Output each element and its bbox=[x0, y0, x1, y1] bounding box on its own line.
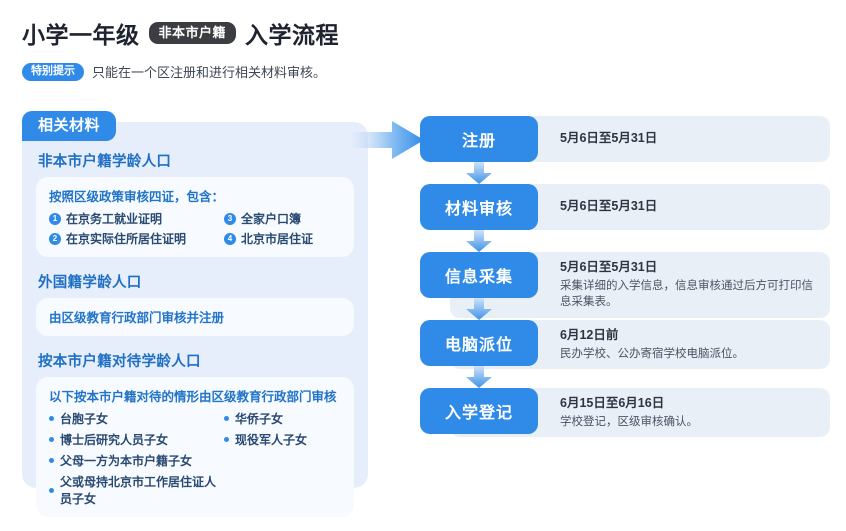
list-item: 台胞子女 bbox=[49, 410, 224, 427]
step-label[interactable]: 电脑派位 bbox=[420, 320, 538, 366]
section-card: 由区级教育行政部门审核并注册 bbox=[36, 298, 354, 336]
list-item: 华侨子女 bbox=[224, 410, 341, 427]
card-lead: 按照区级政策审核四证，包含： bbox=[49, 190, 225, 204]
materials-panel: 相关材料 非本市户籍学龄人口 按照区级政策审核四证，包含： 1 在京务工就业证明… bbox=[22, 111, 368, 517]
step-date: 5月6日至5月31日 bbox=[560, 199, 658, 214]
step-date: 5月6日至5月31日 bbox=[560, 260, 658, 274]
list-item: 父母一方为本市户籍子女 bbox=[49, 452, 224, 469]
list-item-label: 父或母持北京市工作居住证人员子女 bbox=[60, 475, 217, 506]
page-title-main: 小学一年级 bbox=[22, 22, 140, 48]
list-item-label: 现役军人子女 bbox=[235, 433, 308, 447]
step-date: 5月6日至5月31日 bbox=[560, 131, 658, 146]
section-title: 按本市户籍对待学龄人口 bbox=[38, 354, 201, 370]
down-arrow-icon bbox=[466, 366, 492, 388]
list-item: 4 北京市居住证 bbox=[224, 230, 341, 247]
list-item-label: 北京市居住证 bbox=[241, 232, 314, 246]
spacer bbox=[224, 452, 341, 469]
page-header: 小学一年级 非本市户籍 入学流程 特别提示 只能在一个区注册和进行相关材料审核。 bbox=[22, 16, 522, 81]
bullet-dot-icon bbox=[49, 437, 54, 442]
flow-step-enrollment-registration: 6月15日至6月16日 学校登记，区级审核确认。 入学登记 bbox=[420, 388, 830, 438]
step-label[interactable]: 入学登记 bbox=[420, 388, 538, 434]
section-title: 非本市户籍学龄人口 bbox=[38, 154, 172, 170]
number-badge-icon: 2 bbox=[49, 232, 61, 245]
bullet-list: 台胞子女 华侨子女 博士后研究人员子女 现役军人子女 bbox=[49, 410, 341, 507]
list-item: 博士后研究人员子女 bbox=[49, 431, 224, 448]
list-item: 1 在京务工就业证明 bbox=[49, 210, 224, 227]
page-title: 小学一年级 非本市户籍 入学流程 bbox=[22, 16, 522, 50]
down-arrow-icon bbox=[466, 298, 492, 320]
list-item-label: 博士后研究人员子女 bbox=[60, 433, 169, 447]
number-badge-icon: 4 bbox=[224, 232, 236, 245]
flow-step-register: 5月6日至5月31日 注册 bbox=[420, 116, 830, 184]
bullet-dot-icon bbox=[224, 416, 229, 421]
step-note: 学校登记，区级审核确认。 bbox=[560, 415, 698, 428]
flow-step-material-review: 5月6日至5月31日 材料审核 bbox=[420, 184, 830, 252]
list-item: 2 在京实际住所居住证明 bbox=[49, 230, 224, 247]
step-label[interactable]: 信息采集 bbox=[420, 252, 538, 298]
flow-steps: 5月6日至5月31日 注册 5月6日至5月31日 材料审核 5月6日至5月31日… bbox=[420, 116, 830, 438]
tip-row: 特别提示 只能在一个区注册和进行相关材料审核。 bbox=[22, 62, 522, 81]
section-card: 按照区级政策审核四证，包含： 1 在京务工就业证明 3 全家户口簿 2 在京实际… bbox=[36, 177, 354, 257]
list-item: 父或母持北京市工作居住证人员子女 bbox=[49, 473, 224, 507]
list-item: 现役军人子女 bbox=[224, 431, 341, 448]
number-badge-icon: 3 bbox=[224, 212, 236, 225]
step-label[interactable]: 注册 bbox=[420, 116, 538, 162]
step-note: 民办学校、公办寄宿学校电脑派位。 bbox=[560, 347, 744, 360]
list-item-label: 台胞子女 bbox=[60, 412, 109, 426]
tip-text: 只能在一个区注册和进行相关材料审核。 bbox=[92, 65, 327, 80]
section-title: 外国籍学龄人口 bbox=[38, 275, 142, 291]
step-date: 6月15日至6月16日 bbox=[560, 396, 665, 410]
step-date: 6月12日前 bbox=[560, 328, 619, 342]
number-badge-icon: 1 bbox=[49, 212, 61, 225]
list-item: 3 全家户口簿 bbox=[224, 210, 341, 227]
bullet-dot-icon bbox=[49, 487, 54, 493]
section-treated-as-local: 按本市户籍对待学龄人口 以下按本市户籍对待的情形由区级教育行政部门审核 台胞子女… bbox=[22, 350, 368, 517]
numbered-list: 1 在京务工就业证明 3 全家户口簿 2 在京实际住所居住证明 4 北京市居住证 bbox=[49, 210, 341, 247]
list-item-label: 在京务工就业证明 bbox=[66, 212, 163, 226]
list-item-label: 全家户口簿 bbox=[241, 212, 302, 226]
materials-panel-body: 非本市户籍学龄人口 按照区级政策审核四证，包含： 1 在京务工就业证明 3 全家… bbox=[22, 150, 368, 531]
section-foreign-nationals: 外国籍学龄人口 由区级教育行政部门审核并注册 bbox=[22, 271, 368, 336]
list-item-label: 华侨子女 bbox=[235, 412, 284, 426]
bullet-dot-icon bbox=[224, 437, 229, 442]
flow-step-info-collection: 5月6日至5月31日 采集详细的入学信息，信息审核通过后方可打印信息采集表。 信… bbox=[420, 252, 830, 320]
step-label[interactable]: 材料审核 bbox=[420, 184, 538, 230]
card-single-line: 由区级教育行政部门审核并注册 bbox=[49, 311, 225, 325]
tip-badge: 特别提示 bbox=[22, 62, 84, 81]
section-card: 以下按本市户籍对待的情形由区级教育行政部门审核 台胞子女 华侨子女 博士后研究人… bbox=[36, 377, 354, 517]
page-title-badge: 非本市户籍 bbox=[148, 22, 237, 44]
list-item-label: 父母一方为本市户籍子女 bbox=[60, 454, 193, 468]
right-arrow-icon bbox=[352, 121, 424, 159]
materials-panel-tab: 相关材料 bbox=[22, 111, 117, 142]
page-title-suffix: 入学流程 bbox=[245, 22, 340, 48]
list-item-label: 在京实际住所居住证明 bbox=[66, 232, 187, 246]
step-note: 采集详细的入学信息，信息审核通过后方可打印信息采集表。 bbox=[560, 279, 813, 309]
card-lead: 以下按本市户籍对待的情形由区级教育行政部门审核 bbox=[49, 390, 337, 404]
down-arrow-icon bbox=[466, 230, 492, 252]
down-arrow-icon bbox=[466, 162, 492, 184]
bullet-dot-icon bbox=[49, 458, 54, 463]
flow-step-computer-allocation: 6月12日前 民办学校、公办寄宿学校电脑派位。 电脑派位 bbox=[420, 320, 830, 388]
spacer bbox=[224, 473, 341, 507]
section-non-local-residents: 非本市户籍学龄人口 按照区级政策审核四证，包含： 1 在京务工就业证明 3 全家… bbox=[22, 150, 368, 257]
bullet-dot-icon bbox=[49, 416, 54, 421]
